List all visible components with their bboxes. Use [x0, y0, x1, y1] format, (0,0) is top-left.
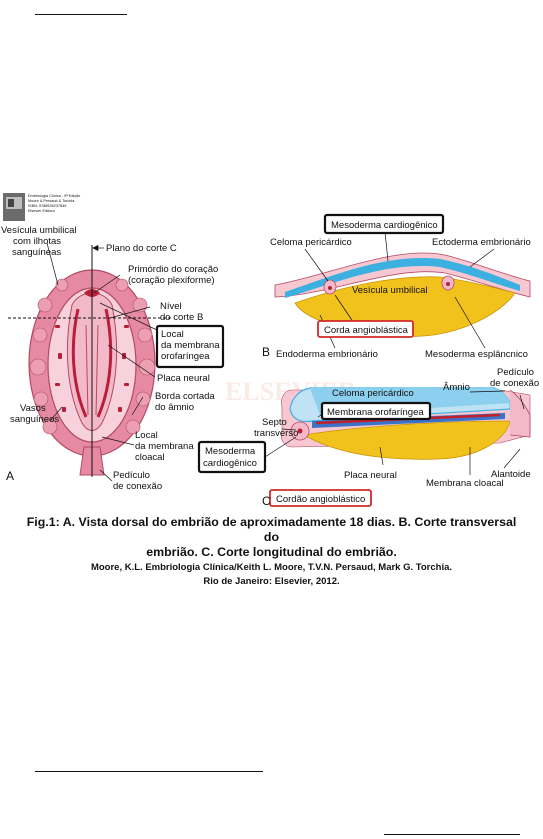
embryo-figure: ELSEVIER Embriologia Clínica - 9ª Edição…	[1, 193, 539, 508]
cover-line-3: ISBN: 9788535237849	[28, 204, 66, 208]
a-primordio-line1: Primórdio do coração	[128, 264, 218, 275]
panel-letter-b: B	[262, 345, 270, 359]
a-cloacal-line1: Local	[135, 430, 158, 441]
a-nivel-line1: Nível	[160, 301, 182, 312]
c-placa-label: Placa neural	[344, 470, 397, 481]
caption-line-1: Fig.1: A. Vista dorsal do embrião de apr…	[26, 515, 517, 544]
b-endoderma-label: Endoderma embrionário	[276, 349, 378, 360]
panel-a-embryo-drawing	[8, 245, 172, 477]
a-vesicula-line2: com ilhotas	[13, 236, 61, 247]
panel-letter-a: A	[6, 469, 14, 483]
a-pediculo-line2: de conexão	[113, 481, 162, 492]
a-borda-line2: do âmnio	[155, 402, 194, 413]
c-mesoderma-highlight-box	[197, 440, 267, 474]
cover-line-4: Elsevier Editora	[28, 209, 55, 213]
b-vesicula-label: Vesícula umbilical	[352, 285, 428, 296]
a-cloacal-line3: cloacal	[135, 452, 165, 463]
c-pediculo-line1: Pedículo	[497, 367, 534, 378]
caption-line-2: embrião. C. Corte longitudinal do embriã…	[146, 545, 397, 559]
a-local-line1: Local	[161, 329, 184, 340]
a-vasos-line2: sanguíneos	[10, 414, 59, 425]
a-primordio-line2: (coração plexiforme)	[128, 275, 215, 286]
c-septo-line1: Septo	[262, 417, 287, 428]
a-membrana-highlight-box	[155, 324, 225, 369]
a-placa-label: Placa neural	[157, 373, 210, 384]
figure-caption: Fig.1: A. Vista dorsal do embrião de apr…	[20, 515, 523, 588]
b-corda-highlight-box	[317, 320, 414, 338]
c-cordao-label: Cordão angioblástico	[276, 494, 365, 505]
b-corda-label: Corda angioblástica	[324, 325, 409, 336]
a-pediculo-line1: Pedículo	[113, 470, 150, 481]
c-amnio-label: Âmnio	[443, 382, 470, 393]
a-borda-line1: Borda cortada	[155, 391, 215, 402]
a-plano-label: Plano do corte C	[106, 243, 177, 254]
caption-reference-1: Moore, K.L. Embriologia Clínica/Keith L.…	[90, 562, 453, 573]
c-mesoderma-line1: Mesoderma	[205, 446, 256, 457]
cover-line-2: Moore & Persaud & Torchia	[28, 199, 75, 203]
c-membrana-oro-highlight-box	[320, 401, 432, 421]
panel-a-leader-lines	[46, 242, 158, 482]
b-mesoderma-highlight-box	[323, 213, 445, 235]
c-membrana-cloacal-label: Membrana cloacal	[426, 478, 504, 489]
a-vesicula-line3: sanguíneas	[12, 247, 61, 258]
c-cordao-highlight-box	[269, 489, 372, 507]
a-vesicula-line1: Vesícula umbilical	[1, 225, 77, 236]
a-cloacal-line2: da membrana	[135, 441, 194, 452]
c-membrana-oro-label: Membrana orofaríngea	[327, 407, 424, 418]
b-celoma-label: Celoma pericárdico	[270, 237, 352, 248]
top-footnote-rule	[35, 14, 127, 15]
a-vasos-line1: Vasos	[20, 403, 46, 414]
c-pediculo-line2: de conexão	[490, 378, 539, 389]
panel-letter-c: C	[262, 494, 271, 508]
book-cover-image: Embriologia Clínica - 9ª Edição Moore & …	[3, 193, 80, 221]
a-nivel-line2: do corte B	[160, 312, 203, 323]
footnote-rule-right	[384, 834, 520, 835]
footnote-rule-left	[35, 771, 263, 772]
a-local-line3: orofaríngea	[161, 351, 210, 362]
caption-reference-2: Rio de Janeiro: Elsevier, 2012.	[203, 576, 340, 587]
cover-line-1: Embriologia Clínica - 9ª Edição	[28, 194, 80, 198]
b-ectoderma-label: Ectoderma embrionário	[432, 237, 531, 248]
c-celoma-label: Celoma pericárdico	[332, 388, 414, 399]
c-alantoide-label: Alantoide	[491, 469, 531, 480]
b-esplancnico-label: Mesoderma esplâncnico	[425, 349, 528, 360]
c-mesoderma-line2: cardiogênico	[203, 458, 257, 469]
c-septo-line2: transverso	[254, 428, 298, 439]
a-local-line2: da membrana	[161, 340, 220, 351]
b-mesoderma-label: Mesoderma cardiogênico	[331, 220, 438, 231]
